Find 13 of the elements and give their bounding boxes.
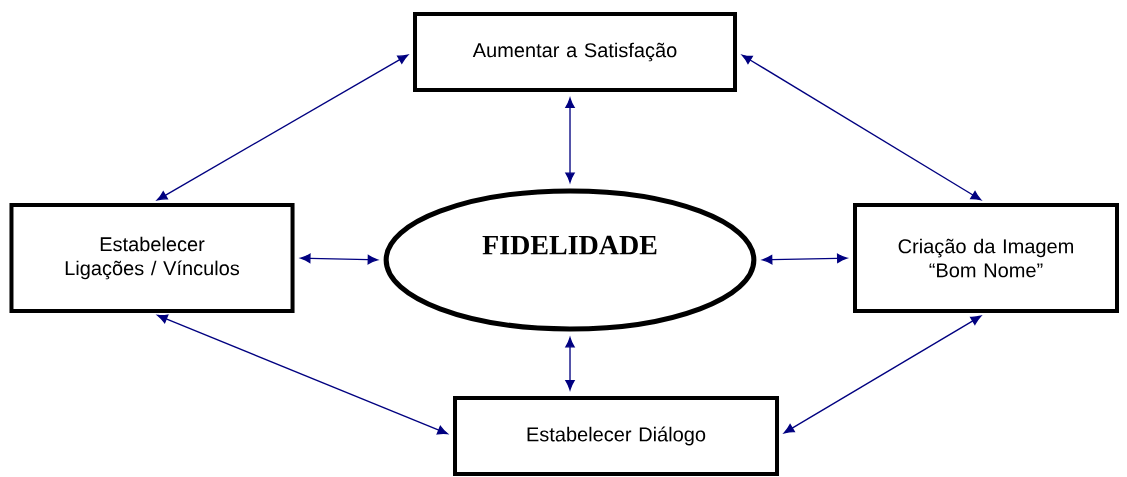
double-arrow xyxy=(157,314,448,435)
double-arrow xyxy=(741,54,982,201)
oval-node: FIDELIDADE xyxy=(383,188,757,332)
double-arrow xyxy=(300,253,378,265)
double-arrow xyxy=(783,315,982,434)
process-box: Aumentar a Satisfação xyxy=(413,12,737,92)
double-arrow xyxy=(762,253,848,265)
process-box: Estabelecer Diálogo xyxy=(453,396,779,476)
double-arrow xyxy=(156,54,409,201)
double-arrow xyxy=(565,337,575,391)
process-box: Estabelecer Ligações / Vínculos xyxy=(9,203,295,313)
double-arrow xyxy=(565,97,575,183)
process-box: Criação da Imagem “Bom Nome” xyxy=(853,203,1119,313)
